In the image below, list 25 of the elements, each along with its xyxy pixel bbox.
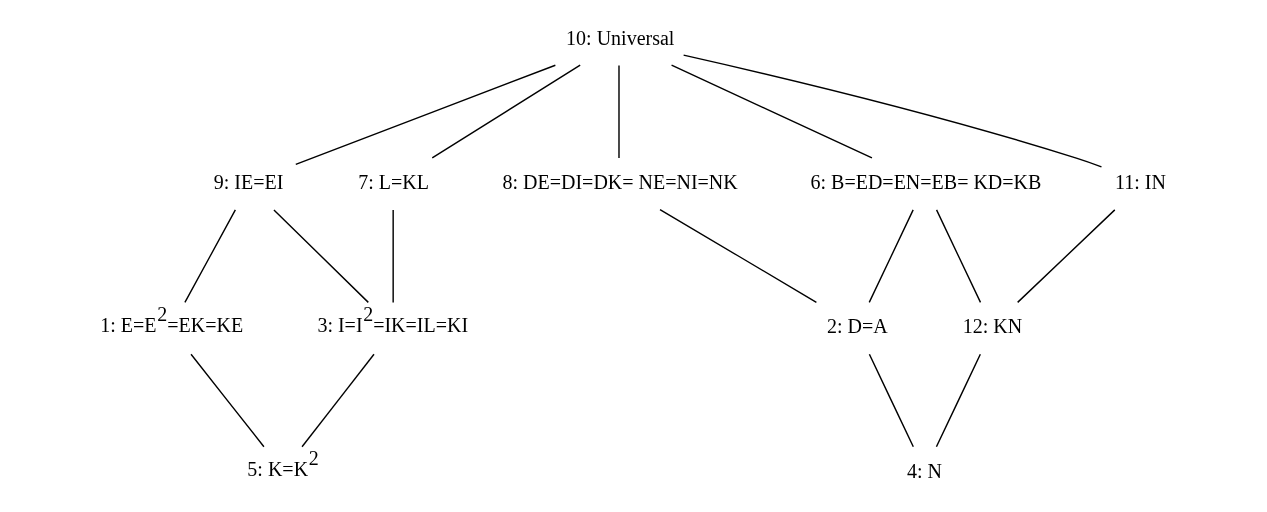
connector (868, 209, 914, 304)
connector (868, 353, 914, 448)
connector (183, 209, 236, 304)
node-text: 4: N (906, 459, 942, 482)
node-text: 7: L=KL (357, 171, 429, 194)
connector (670, 64, 873, 159)
connector (935, 209, 981, 304)
connector (272, 209, 369, 304)
connector (682, 54, 1102, 168)
connector (300, 353, 375, 448)
node-text: 12: KN (962, 315, 1022, 338)
connector (431, 64, 581, 159)
node-text: 10: Universal (565, 26, 674, 49)
node-text: 11: IN (1114, 171, 1166, 194)
node-text: 2: D=A (826, 315, 888, 338)
node-text: 6: B=ED=EN=EB= KD=KB (810, 171, 1041, 194)
connector (935, 353, 981, 448)
connector (1016, 209, 1115, 304)
connector (391, 209, 394, 304)
node-text: 9: IE=EI (213, 171, 283, 194)
connector (294, 64, 556, 166)
node-text: 8: DE=DI=DK= NE=NI=NK (502, 171, 738, 194)
connector (617, 64, 620, 159)
connector (189, 353, 265, 448)
connector (658, 208, 817, 303)
